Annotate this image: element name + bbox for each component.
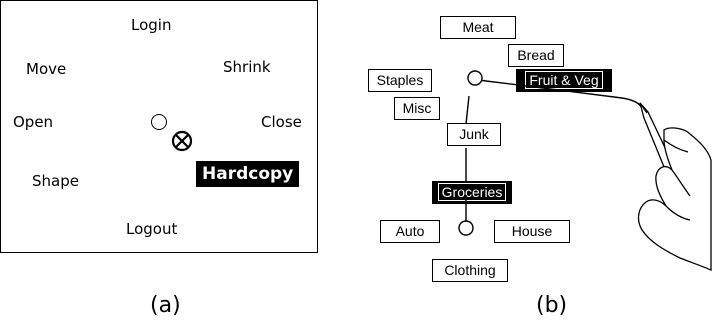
- stroke-path-horizontal: [478, 80, 642, 108]
- root-menu-center-circle: [459, 221, 473, 235]
- stroke-path-vertical: [466, 96, 469, 228]
- caption-b: (b): [536, 293, 567, 318]
- submenu-center-circle: [468, 71, 482, 85]
- hand-icon: [639, 128, 711, 270]
